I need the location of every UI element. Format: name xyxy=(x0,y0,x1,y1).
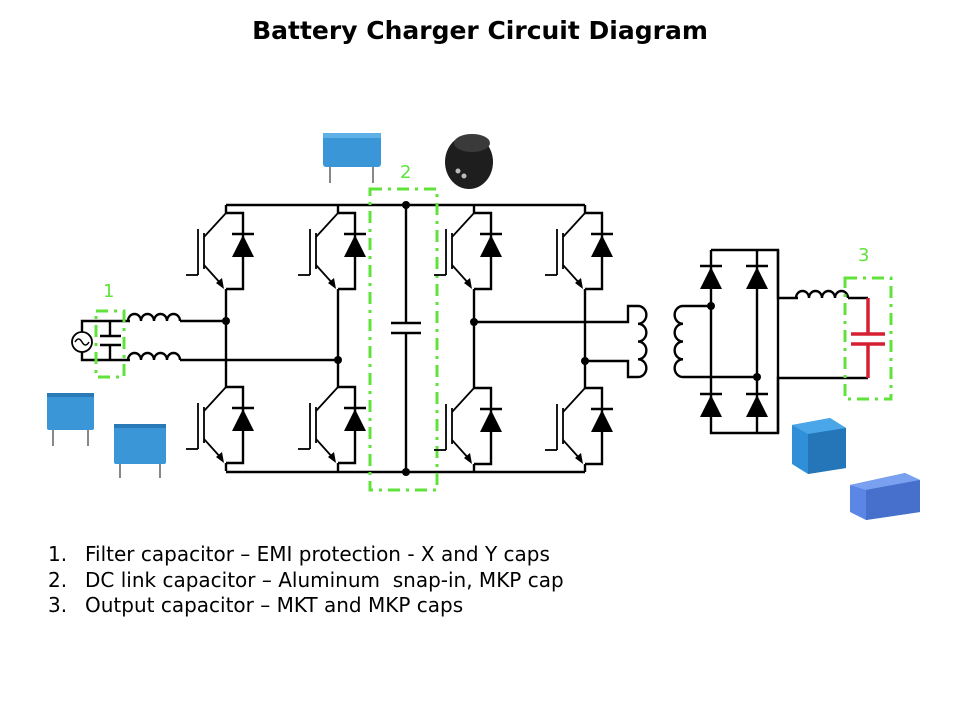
ac-source-icon xyxy=(71,331,93,353)
x-capacitor-image xyxy=(47,393,94,446)
input-inductor-top-icon xyxy=(126,312,182,322)
aluminum-snap-in-capacitor-image xyxy=(445,134,493,189)
igbt-icon xyxy=(543,203,615,299)
callout-label-1: 1 xyxy=(103,281,114,302)
note-item: 1.Filter capacitor – EMI protection - X … xyxy=(48,542,550,566)
callout-label-3: 3 xyxy=(858,245,869,266)
note-item: 2.DC link capacitor – Aluminum snap-in, … xyxy=(48,567,564,592)
diode-icon xyxy=(744,264,770,291)
mkp-film-capacitor-image xyxy=(323,133,381,183)
capacitor-notes-list: 1.Filter capacitor – EMI protection - X … xyxy=(48,542,564,619)
y-capacitor-image xyxy=(114,424,166,478)
callout-box-3 xyxy=(843,276,893,401)
igbt-icon xyxy=(543,378,615,474)
dc-link-capacitor-icon xyxy=(391,205,421,472)
output-capacitor-icon xyxy=(851,298,885,378)
igbt-icon xyxy=(432,378,504,474)
diode-icon xyxy=(744,392,770,419)
igbt-icon xyxy=(184,203,256,299)
igbt-icon xyxy=(184,377,256,473)
igbt-icon xyxy=(296,203,368,299)
emi-capacitor-icon xyxy=(100,321,121,360)
note-item: 3.Output capacitor – MKT and MKP caps xyxy=(48,593,464,617)
igbt-icon xyxy=(296,377,368,473)
callout-box-1 xyxy=(94,309,126,379)
diode-icon xyxy=(698,392,724,419)
diode-icon xyxy=(698,264,724,291)
callout-label-2: 2 xyxy=(400,162,411,183)
mkt-capacitor-image xyxy=(792,418,846,474)
page-title: Battery Charger Circuit Diagram xyxy=(252,16,708,45)
transformer-icon xyxy=(637,304,684,379)
mkp-output-capacitor-image xyxy=(850,473,920,520)
callout-box-2 xyxy=(368,187,439,492)
output-inductor-icon xyxy=(794,289,850,299)
igbt-icon xyxy=(432,203,504,299)
input-inductor-bottom-icon xyxy=(126,351,182,361)
